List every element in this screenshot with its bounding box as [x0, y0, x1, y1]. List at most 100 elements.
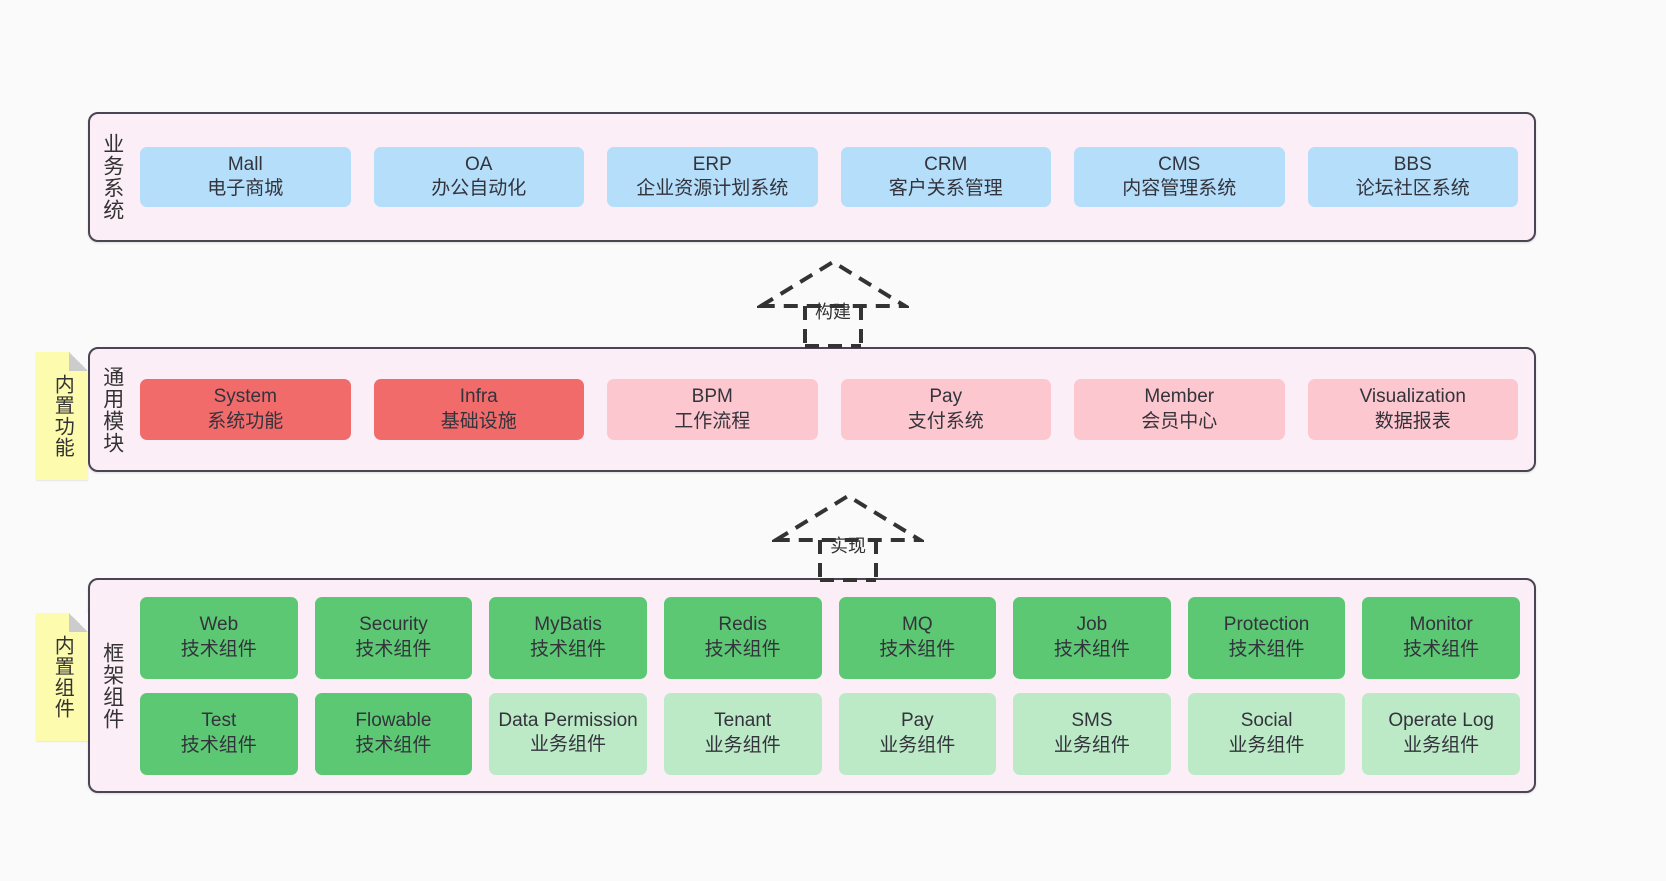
node-visualization[interactable]: Visualization 数据报表: [1307, 379, 1518, 440]
node-web[interactable]: Web 技术组件: [140, 596, 298, 679]
node-bpm[interactable]: BPM 工作流程: [607, 379, 818, 440]
node-title: BBS: [1393, 153, 1432, 175]
node-row: Mall 电子商城 OA 办公自动化 ERP 企业资源计划系统 CRM 客户关系…: [140, 146, 1518, 208]
node-subtitle: 客户关系管理: [888, 178, 1003, 199]
node-subtitle: 技术组件: [180, 638, 257, 660]
node-subtitle: 技术组件: [355, 734, 432, 756]
node-title: MyBatis: [534, 614, 602, 636]
node-subtitle: 基础设施: [440, 410, 517, 432]
node-title: Operate Log: [1388, 710, 1494, 732]
node-subtitle: 电子商城: [207, 178, 284, 199]
node-title: Redis: [718, 614, 767, 636]
node-subtitle: 技术组件: [1228, 638, 1305, 660]
node-title: Visualization: [1359, 386, 1466, 408]
node-mall[interactable]: Mall 电子商城: [140, 146, 351, 208]
node-social[interactable]: Social 业务组件: [1187, 692, 1346, 775]
layer-title-framework: 框架组件: [100, 641, 124, 730]
node-mybatis[interactable]: MyBatis 技术组件: [489, 596, 647, 679]
node-title: Monitor: [1409, 614, 1473, 636]
node-title: Test: [201, 710, 237, 732]
node-title: CMS: [1158, 153, 1201, 175]
node-title: ERP: [692, 153, 732, 175]
node-title: Tenant: [714, 710, 772, 732]
node-title: System: [213, 386, 277, 408]
node-title: Social: [1240, 710, 1293, 732]
layer-framework-components: 框架组件 Web 技术组件 Security 技术组件 MyBatis 技术组件…: [88, 578, 1536, 793]
layer-title-business: 业务系统: [100, 133, 124, 221]
node-title: Flowable: [355, 710, 432, 732]
node-monitor[interactable]: Monitor 技术组件: [1362, 596, 1520, 679]
node-row: Test 技术组件 Flowable 技术组件 Data Permission …: [140, 692, 1520, 775]
node-title: Security: [359, 614, 428, 636]
node-subtitle: 支付系统: [907, 410, 984, 432]
node-title: Protection: [1223, 614, 1310, 636]
node-subtitle: 技术组件: [180, 734, 257, 756]
node-subtitle: 工作流程: [674, 410, 751, 432]
node-subtitle: 企业资源计划系统: [636, 178, 789, 199]
node-title: Member: [1144, 386, 1215, 408]
node-subtitle: 论坛社区系统: [1355, 178, 1470, 199]
node-title: Mall: [227, 153, 263, 175]
node-bbs[interactable]: BBS 论坛社区系统: [1307, 146, 1518, 208]
node-job[interactable]: Job 技术组件: [1013, 596, 1171, 679]
node-subtitle: 业务组件: [704, 734, 781, 756]
node-mq[interactable]: MQ 技术组件: [838, 596, 997, 679]
layer-business-systems: 业务系统 Mall 电子商城 OA 办公自动化 ERP 企业资源计划系统 CRM…: [88, 112, 1536, 242]
node-subtitle: 技术组件: [1053, 638, 1130, 660]
node-title: Job: [1076, 614, 1108, 636]
node-cms[interactable]: CMS 内容管理系统: [1074, 146, 1285, 208]
node-subtitle: 系统功能: [207, 410, 284, 432]
node-operate-log[interactable]: Operate Log 业务组件: [1362, 692, 1520, 775]
node-subtitle: 技术组件: [355, 638, 432, 660]
node-subtitle: 数据报表: [1374, 410, 1451, 432]
node-subtitle: 技术组件: [704, 638, 781, 660]
node-subtitle: 业务组件: [879, 734, 956, 756]
layer-common-modules: 通用模块 System 系统功能 Infra 基础设施 BPM 工作流程 Pay…: [88, 347, 1536, 472]
node-data-permission[interactable]: Data Permission 业务组件: [489, 692, 647, 775]
node-system[interactable]: System 系统功能: [140, 379, 351, 440]
dashed-generalization-arrow-icon: [753, 259, 913, 348]
node-row: Web 技术组件 Security 技术组件 MyBatis 技术组件 Redi…: [140, 596, 1520, 679]
node-member[interactable]: Member 会员中心: [1074, 379, 1285, 440]
node-security[interactable]: Security 技术组件: [314, 596, 473, 679]
node-subtitle: 技术组件: [879, 638, 956, 660]
node-subtitle: 业务组件: [1053, 734, 1130, 756]
layer-title-common: 通用模块: [100, 365, 124, 454]
sticky-note-label: 内置功能: [51, 374, 74, 458]
node-subtitle: 会员中心: [1141, 410, 1218, 432]
node-infra[interactable]: Infra 基础设施: [373, 379, 584, 440]
node-pay-module[interactable]: Pay 支付系统: [840, 379, 1051, 440]
node-erp[interactable]: ERP 企业资源计划系统: [607, 146, 818, 208]
node-subtitle: 业务组件: [530, 733, 607, 755]
node-protection[interactable]: Protection 技术组件: [1187, 596, 1346, 679]
node-tenant[interactable]: Tenant 业务组件: [663, 692, 822, 775]
node-subtitle: 业务组件: [1403, 734, 1480, 756]
node-row: System 系统功能 Infra 基础设施 BPM 工作流程 Pay 支付系统…: [140, 379, 1518, 440]
node-oa[interactable]: OA 办公自动化: [373, 146, 584, 208]
layer-body-business: Mall 电子商城 OA 办公自动化 ERP 企业资源计划系统 CRM 客户关系…: [134, 114, 1534, 240]
sticky-note-label: 内置组件: [51, 635, 74, 719]
node-test[interactable]: Test 技术组件: [140, 692, 298, 775]
node-title: MQ: [902, 614, 933, 636]
connector-implement-label: 实现: [830, 536, 866, 556]
node-subtitle: 内容管理系统: [1122, 178, 1237, 199]
node-crm[interactable]: CRM 客户关系管理: [840, 146, 1051, 208]
node-title: Pay: [929, 386, 963, 408]
connector-build-arrow: 构建: [753, 258, 913, 348]
node-title: Infra: [459, 386, 498, 408]
node-subtitle: 办公自动化: [431, 178, 527, 199]
sticky-note-builtin-features: 内置功能: [36, 352, 88, 480]
node-flowable[interactable]: Flowable 技术组件: [314, 692, 473, 775]
node-pay-component[interactable]: Pay 业务组件: [838, 692, 997, 775]
connector-implement-arrow: 实现: [768, 492, 928, 582]
node-sms[interactable]: SMS 业务组件: [1013, 692, 1171, 775]
node-title: Data Permission: [498, 710, 638, 732]
node-title: OA: [465, 153, 493, 175]
node-title: SMS: [1071, 710, 1113, 732]
node-title: Pay: [900, 710, 934, 732]
node-title: CRM: [924, 153, 968, 175]
layer-body-common: System 系统功能 Infra 基础设施 BPM 工作流程 Pay 支付系统…: [134, 349, 1534, 470]
node-redis[interactable]: Redis 技术组件: [663, 596, 822, 679]
connector-build-label: 构建: [815, 302, 851, 322]
